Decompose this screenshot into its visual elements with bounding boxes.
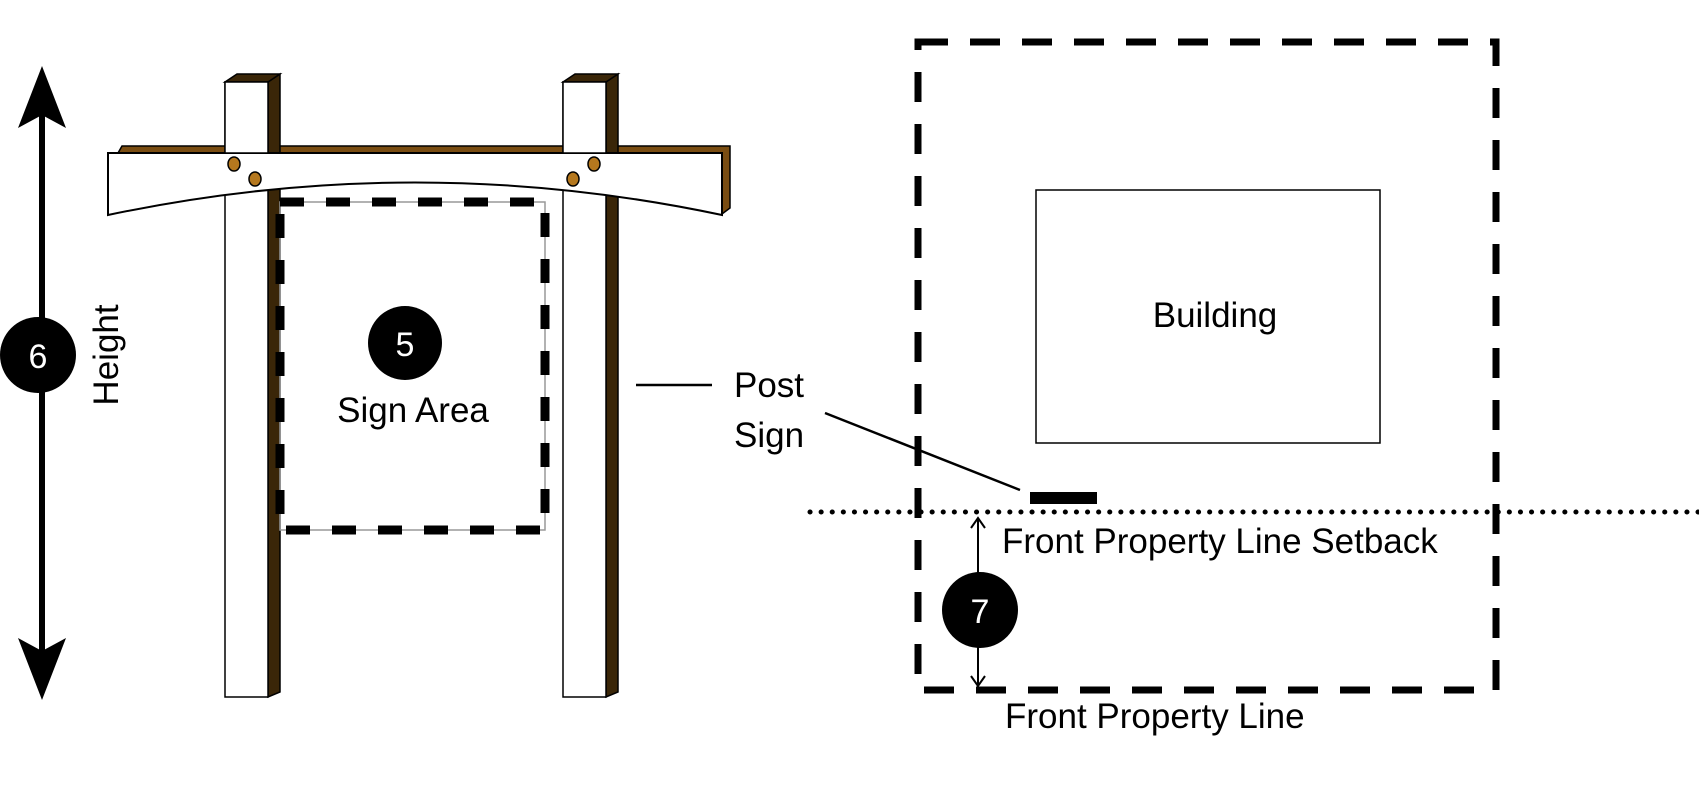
post-sign-label-line2: Sign xyxy=(734,416,804,455)
arrow-down-icon xyxy=(18,638,66,700)
setback-marker: 7 xyxy=(942,572,1018,648)
sign-area-label: Sign Area xyxy=(337,391,489,430)
property-boundary xyxy=(914,38,1500,694)
svg-text:7: 7 xyxy=(971,593,990,631)
post-sign-site-leader xyxy=(824,411,1021,492)
sign-area-marker: 5 xyxy=(368,306,442,380)
post-sign-label-line1: Post xyxy=(734,366,804,405)
svg-text:6: 6 xyxy=(29,338,48,376)
property-line-label: Front Property Line xyxy=(1005,697,1305,736)
height-label: Height xyxy=(87,304,126,405)
crossbeam-front xyxy=(107,152,723,217)
svg-text:5: 5 xyxy=(396,326,415,364)
setback-label: Front Property Line Setback xyxy=(1002,522,1438,561)
arrow-up-icon xyxy=(18,66,66,128)
building-label: Building xyxy=(1153,296,1278,335)
sign-area-outline xyxy=(275,197,550,535)
building-footprint xyxy=(1035,189,1381,444)
bolts xyxy=(227,156,601,187)
height-marker: 6 xyxy=(0,317,76,393)
post-sign-plan-mark xyxy=(1030,492,1097,504)
